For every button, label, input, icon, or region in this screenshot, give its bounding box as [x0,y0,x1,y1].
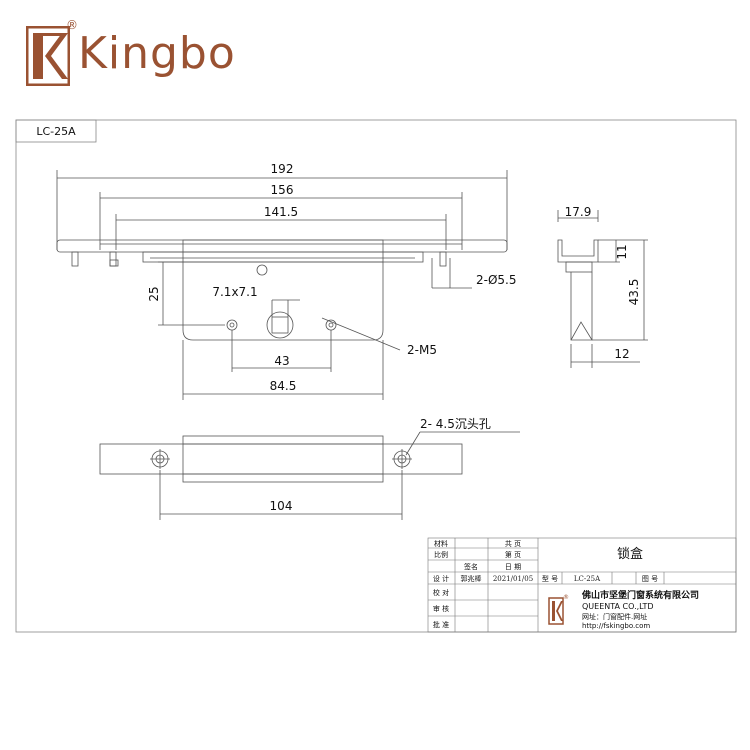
dim-plate-length: 156 [271,183,294,197]
tb-review-label: 审 核 [433,604,449,613]
tb-website-url: http://fskingbo.com [582,622,650,630]
kingbo-logo-icon [26,26,70,86]
brand-logo: ® Kingbo [24,18,236,90]
tb-designer: 郭兆棒 [461,574,482,583]
dim-screw-spacing: 43 [274,354,289,368]
tb-type-value: LC-25A [574,575,601,583]
tb-part-name: 锁盒 [617,546,643,562]
tb-design-label: 设 计 [433,574,449,583]
dim-countersink: 2- 4.5沉头孔 [420,417,491,431]
lock-side-view [557,210,648,368]
dim-screw-thread: 2-M5 [407,343,437,357]
strike-plate-view [99,431,520,520]
tb-total-pages-label: 共 页 [505,539,521,548]
tb-company-cn: 佛山市坚堡门窗系统有限公司 [581,589,699,601]
tb-drawing-no-label: 图 号 [642,575,658,583]
model-label-box [15,119,97,143]
lock-top-view [56,170,508,400]
tb-approve-label: 批 准 [433,620,449,629]
tb-sign-label: 签名 [464,562,478,571]
dim-body-length: 141.5 [264,205,298,219]
tb-website-cn: 网址：门窗配件.网址 [582,612,647,621]
registered-mark: ® [66,18,78,32]
dim-width-84: 84.5 [270,379,297,393]
dim-depth: 25 [147,286,161,301]
tb-page-label: 第 页 [505,550,521,559]
title-block-logo-icon [548,597,564,625]
dim-side-bottom: 12 [614,347,629,361]
model-label: LC-25A [36,125,76,138]
dim-mount-holes: 2-Ø5.5 [476,273,517,287]
tb-date-label: 日 期 [505,563,521,571]
dim-side-width: 17.9 [565,205,592,219]
tb-check-label: 校 对 [433,588,449,597]
tb-scale-label: 比例 [434,550,448,559]
dim-side-height: 43.5 [627,279,641,306]
tb-type-label: 型 号 [542,574,558,583]
tb-material-label: 材料 [434,539,448,548]
title-block-grid [427,537,737,633]
dim-square-hole: 7.1x7.1 [212,285,257,299]
brand-wordmark: Kingbo [78,28,236,79]
dim-overall-length: 192 [271,162,294,176]
drawing-frame [15,119,737,633]
tb-company-en: QUEENTA CO.,LTD [582,602,654,611]
dim-hole-spacing: 104 [270,499,293,513]
tb-date: 2021/01/05 [493,575,533,583]
dim-side-top: 11 [615,244,629,259]
svg-text:®: ® [563,594,569,601]
